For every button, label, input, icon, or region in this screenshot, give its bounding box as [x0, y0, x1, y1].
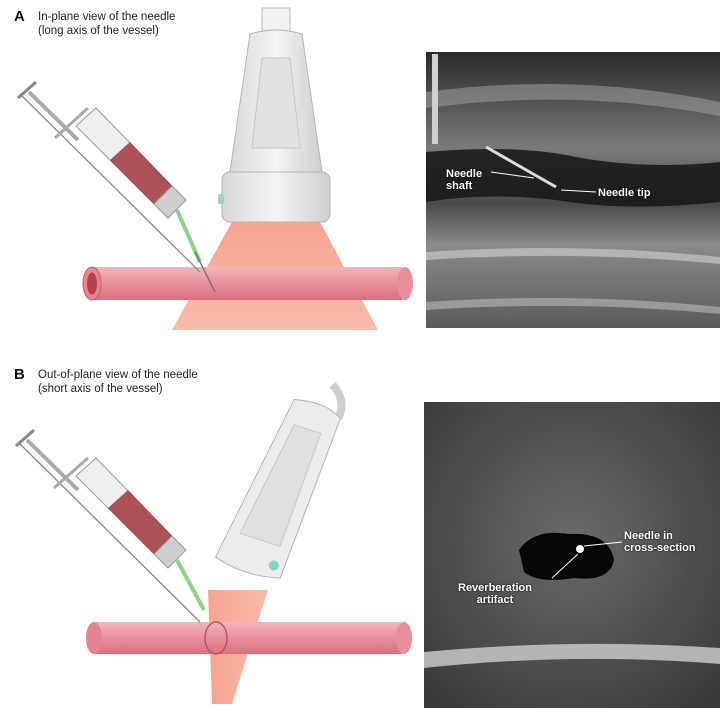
- reverberation-artifact-label: Reverberation artifact: [458, 582, 532, 606]
- probe-b: [214, 367, 350, 585]
- panel-b-illustration: [0, 360, 420, 708]
- ultrasound-b-texture: [424, 402, 720, 708]
- ultrasound-image-a: Needle shaft Needle tip: [426, 52, 720, 328]
- syringe-b: [16, 430, 204, 622]
- panel-a-illustration: [0, 0, 420, 340]
- ultrasound-image-b: Needle in cross-section Reverberation ar…: [424, 402, 720, 708]
- vessel-a: [83, 267, 413, 300]
- needle-cross-section-label: Needle in cross-section: [624, 530, 696, 554]
- needle-tip-label: Needle tip: [598, 187, 651, 199]
- vessel-b: [86, 622, 412, 654]
- syringe-a: [18, 82, 215, 292]
- probe-a: [218, 8, 330, 222]
- needle-shaft-label: Needle shaft: [446, 168, 482, 192]
